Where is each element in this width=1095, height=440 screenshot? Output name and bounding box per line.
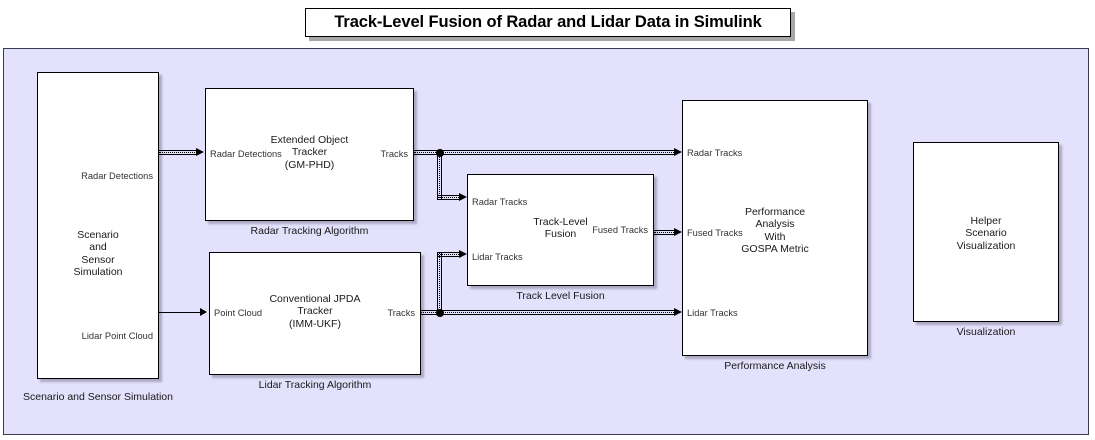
block-scenario-sensor-simulation[interactable]: Scenario and Sensor Simulation Radar Det…	[37, 72, 159, 379]
block-visualization[interactable]: Helper Scenario Visualization	[913, 142, 1059, 322]
port-label-perf-lidar-tracks-in: Lidar Tracks	[687, 308, 738, 318]
signal-lidar-tracks-branch-vertical	[437, 252, 442, 312]
page-title-text: Track-Level Fusion of Radar and Lidar Da…	[334, 13, 762, 31]
block-caption-performance-analysis: Performance Analysis	[724, 360, 826, 372]
signal-fused-tracks	[654, 230, 676, 235]
block-caption-track-level-fusion: Track Level Fusion	[516, 290, 605, 302]
block-performance-analysis[interactable]: Performance Analysis With GOSPA Metric R…	[682, 100, 868, 356]
arrowhead-point-cloud-in	[200, 308, 207, 316]
block-lidar-tracking-algorithm[interactable]: Conventional JPDA Tracker (IMM-UKF) Poin…	[209, 252, 421, 375]
junction-radar-tracks	[436, 148, 444, 157]
block-radar-tracking-algorithm[interactable]: Extended Object Tracker (GM-PHD) Radar D…	[205, 88, 414, 221]
signal-lidar-tracks-main	[421, 310, 676, 315]
port-label-radar-tracks-out: Tracks	[380, 149, 408, 159]
signal-radar-tracks-main	[414, 150, 676, 155]
arrowhead-perf-fused-tracks-in	[674, 228, 682, 236]
block-radar-tracker-label: Extended Object Tracker (GM-PHD)	[270, 134, 349, 171]
arrowhead-fusion-radar-tracks-in	[459, 193, 467, 201]
simulink-canvas[interactable]: Scenario and Sensor Simulation Radar Det…	[3, 48, 1089, 435]
block-caption-radar-tracking: Radar Tracking Algorithm	[250, 225, 369, 237]
signal-radar-tracks-branch-vertical	[437, 150, 442, 200]
block-scenario-label: Scenario and Sensor Simulation	[73, 229, 123, 279]
block-caption-scenario: Scenario and Sensor Simulation	[22, 391, 173, 403]
signal-lidar-point-cloud	[159, 312, 201, 314]
port-label-fusion-lidar-tracks-in: Lidar Tracks	[472, 252, 523, 262]
signal-radar-detections	[159, 150, 197, 155]
port-label-fused-tracks-out: Fused Tracks	[592, 225, 648, 235]
block-fusion-label: Track-Level Fusion	[533, 216, 588, 241]
port-label-perf-fused-tracks-in: Fused Tracks	[687, 228, 743, 238]
signal-radar-tracks-branch-horizontal	[437, 195, 461, 200]
junction-lidar-tracks	[436, 308, 444, 317]
page-title: Track-Level Fusion of Radar and Lidar Da…	[305, 8, 791, 37]
port-label-radar-detections-out: Radar Detections	[81, 171, 153, 181]
block-lidar-tracker-label: Conventional JPDA Tracker (IMM-UKF)	[269, 293, 361, 330]
arrowhead-perf-radar-tracks-in	[674, 148, 682, 156]
port-label-fusion-radar-tracks-in: Radar Tracks	[472, 197, 528, 207]
block-caption-lidar-tracking: Lidar Tracking Algorithm	[258, 379, 372, 391]
arrowhead-perf-lidar-tracks-in	[674, 308, 682, 316]
block-performance-label: Performance Analysis With GOSPA Metric	[741, 206, 809, 256]
port-label-point-cloud-in: Point Cloud	[214, 308, 263, 318]
port-label-radar-detections-in: Radar Detections	[210, 149, 282, 159]
signal-lidar-tracks-branch-horizontal	[437, 252, 461, 257]
block-track-level-fusion[interactable]: Track-Level Fusion Radar Tracks Lidar Tr…	[467, 174, 654, 286]
arrowhead-fusion-lidar-tracks-in	[459, 250, 467, 258]
block-caption-visualization: Visualization	[956, 326, 1016, 338]
port-label-perf-radar-tracks-in: Radar Tracks	[687, 148, 743, 158]
port-label-lidar-tracks-out: Tracks	[387, 308, 415, 318]
port-label-lidar-point-cloud-out: Lidar Point Cloud	[81, 331, 153, 341]
arrowhead-radar-detections-in	[196, 148, 204, 156]
block-visualization-label: Helper Scenario Visualization	[956, 215, 1016, 252]
